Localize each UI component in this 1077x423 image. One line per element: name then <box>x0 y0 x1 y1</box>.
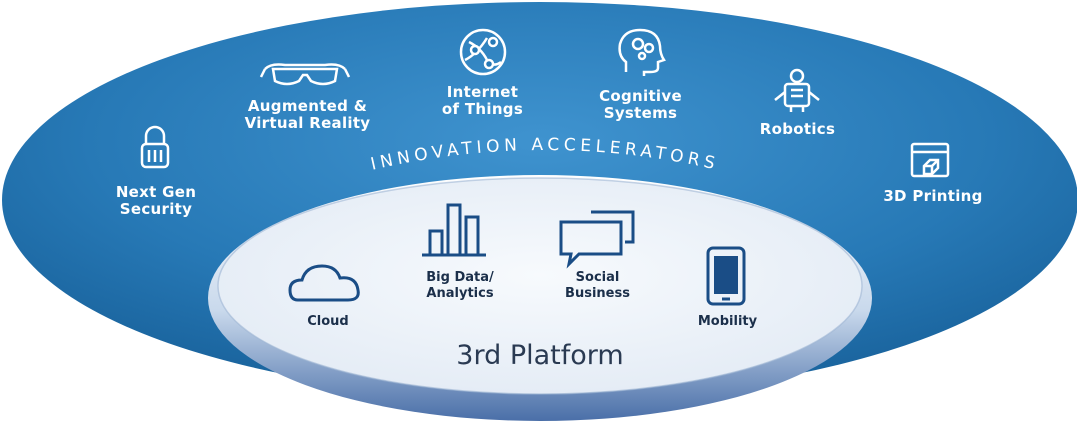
inner-platform-shadow <box>217 177 863 395</box>
robot-icon <box>774 68 820 112</box>
chat-bubbles-icon <box>559 210 635 269</box>
brain-head-icon <box>618 28 666 76</box>
cloud-icon <box>288 264 360 302</box>
augmented-virtual-reality-label: Augmented & Virtual Reality <box>244 97 371 132</box>
platform-title: 3rd Platform <box>456 340 624 371</box>
3d-printer-icon <box>910 142 950 178</box>
lock-icon <box>140 125 170 169</box>
cloud-label: Cloud <box>307 314 349 329</box>
globe-network-icon <box>459 28 507 76</box>
cognitive-systems-label: Cognitive Systems <box>599 87 682 122</box>
next-gen-security-label: Next Gen Security <box>115 183 197 218</box>
bar-chart-icon <box>422 203 486 257</box>
smartphone-icon <box>706 246 746 306</box>
mobility-label: Mobility <box>697 314 758 329</box>
vr-goggles-icon <box>259 63 351 86</box>
robotics-label: Robotics <box>759 120 836 138</box>
3d-printing-label: 3D Printing <box>883 187 983 205</box>
internet-of-things-label: Internet of Things <box>441 83 524 118</box>
inner-platform-disc <box>218 178 862 394</box>
social-business-label: Social Business <box>565 270 630 301</box>
big-data-analytics-label: Big Data/ Analytics <box>426 270 494 301</box>
